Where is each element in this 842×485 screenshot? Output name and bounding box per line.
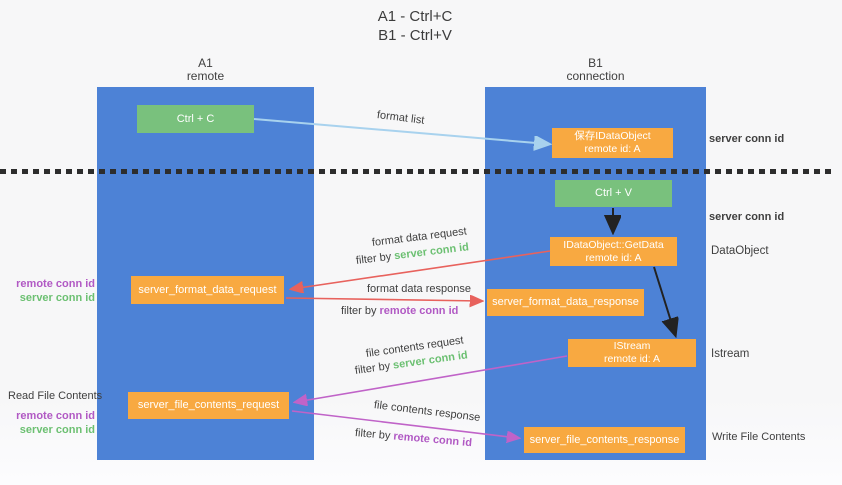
diagram-title: A1 - Ctrl+C B1 - Ctrl+V: [0, 7, 830, 45]
node-ctrl-v-label: Ctrl + V: [595, 187, 632, 199]
server-conn-id-text: server conn id: [19, 424, 95, 436]
node-server-format-data-response-label: server_format_data_response: [492, 296, 639, 308]
label-read-file-contents: Read File Contents: [8, 390, 103, 402]
node-idataobject-getdata-line1: IDataObject::GetData: [563, 238, 664, 251]
label-server-conn-id-mid: server conn id: [709, 211, 785, 223]
node-save-idataobject: 保存IDataObject remote id: A: [552, 128, 673, 158]
node-ctrl-c-label: Ctrl + C: [176, 112, 215, 125]
title-line-2: B1 - Ctrl+V: [378, 27, 452, 44]
filter-by-text: filter by: [354, 427, 394, 443]
remote-conn-id-text: remote conn id: [16, 278, 95, 290]
node-idataobject-getdata-line2: remote id: A: [585, 251, 642, 264]
label-conn-id-pair-file: remote conn id server conn id: [10, 409, 95, 437]
node-server-format-data-request: server_format_data_request: [131, 276, 284, 304]
node-istream-line1: IStream: [613, 340, 651, 352]
column-header-b1: B1 connection: [485, 57, 706, 83]
label-server-conn-id-top: server conn id: [709, 133, 785, 145]
remote-conn-id-text: remote conn id: [379, 305, 459, 317]
label-filter-by-remote-conn-id: filter by remote conn id: [341, 305, 458, 317]
column-b1-label: B1: [588, 56, 603, 70]
label-format-data-response: format data response: [367, 283, 471, 295]
node-server-format-data-request-label: server_format_data_request: [138, 283, 277, 296]
node-idataobject-getdata: IDataObject::GetData remote id: A: [550, 237, 677, 266]
label-format-list: format list: [376, 109, 426, 127]
arrow-format-data-response: [285, 298, 481, 301]
phase-separator-dotted-line: [0, 169, 832, 174]
column-b1-sublabel: connection: [566, 69, 625, 83]
label-istream: Istream: [711, 348, 750, 360]
column-a1-label: A1: [198, 56, 213, 70]
label-conn-id-pair-format: remote conn id server conn id: [10, 277, 95, 305]
filter-by-text: filter by: [341, 305, 380, 317]
node-server-file-contents-request-label: server_file_contents_request: [137, 399, 280, 411]
node-server-file-contents-response: server_file_contents_response: [524, 427, 685, 453]
node-save-idataobject-line1: 保存IDataObject: [574, 130, 651, 142]
title-line-1: A1 - Ctrl+C: [377, 8, 453, 25]
column-header-a1: A1 remote: [97, 57, 314, 83]
node-ctrl-v: Ctrl + V: [555, 180, 672, 207]
remote-conn-id-text: remote conn id: [392, 430, 473, 450]
column-a1-sublabel: remote: [186, 69, 225, 83]
label-write-file-contents: Write File Contents: [712, 431, 806, 443]
remote-conn-id-text: remote conn id: [16, 410, 95, 422]
filter-by-text: filter by: [354, 359, 394, 377]
label-file-contents-response: file contents response: [373, 399, 481, 424]
label-dataobject: DataObject: [711, 245, 769, 257]
node-server-file-contents-response-label: server_file_contents_response: [529, 433, 680, 446]
node-server-format-data-response: server_format_data_response: [487, 289, 644, 316]
node-ctrl-c: Ctrl + C: [137, 105, 254, 133]
node-istream-line2: remote id: A: [603, 353, 661, 365]
node-save-idataobject-line2: remote id: A: [584, 143, 641, 155]
node-server-file-contents-request: server_file_contents_request: [128, 392, 289, 419]
node-istream: IStream remote id: A: [568, 339, 696, 367]
filter-by-text: filter by: [355, 250, 395, 267]
label-filter-by-remote-conn-id: filter by remote conn id: [354, 427, 472, 449]
server-conn-id-text: server conn id: [19, 292, 95, 304]
